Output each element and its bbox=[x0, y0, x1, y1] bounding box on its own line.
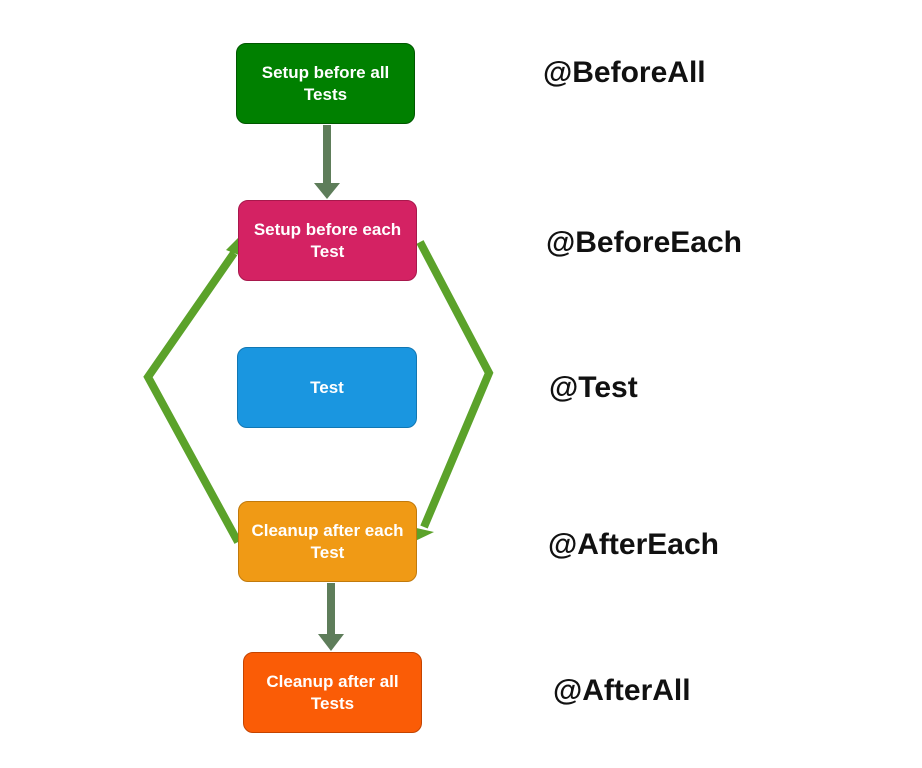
after-all-annotation: @AfterAll bbox=[553, 674, 691, 707]
test-annotation: @Test bbox=[549, 371, 638, 404]
cleanup-after-all-box: Cleanup after all Tests bbox=[243, 652, 422, 733]
setup-before-all-box: Setup before all Tests bbox=[236, 43, 415, 124]
arrowhead-after-all bbox=[318, 634, 344, 651]
before-each-annotation: @BeforeEach bbox=[546, 226, 742, 259]
loop-arrow-left bbox=[143, 250, 242, 544]
before-all-annotation: @BeforeAll bbox=[543, 56, 706, 89]
loop-arrow-right bbox=[416, 240, 494, 529]
setup-before-each-label: Setup before each Test bbox=[253, 219, 402, 261]
cleanup-after-all-label: Cleanup after all Tests bbox=[266, 671, 399, 713]
cleanup-after-each-label: Cleanup after each Test bbox=[251, 520, 404, 562]
setup-before-each-box: Setup before each Test bbox=[238, 200, 417, 281]
loop-arrowhead-right bbox=[412, 527, 434, 542]
arrowhead-before-each bbox=[314, 183, 340, 199]
after-each-annotation: @AfterEach bbox=[548, 528, 719, 561]
test-label: Test bbox=[310, 377, 344, 397]
test-box: Test bbox=[237, 347, 417, 428]
cleanup-after-each-box: Cleanup after each Test bbox=[238, 501, 417, 582]
setup-before-all-label: Setup before all Tests bbox=[261, 62, 390, 104]
